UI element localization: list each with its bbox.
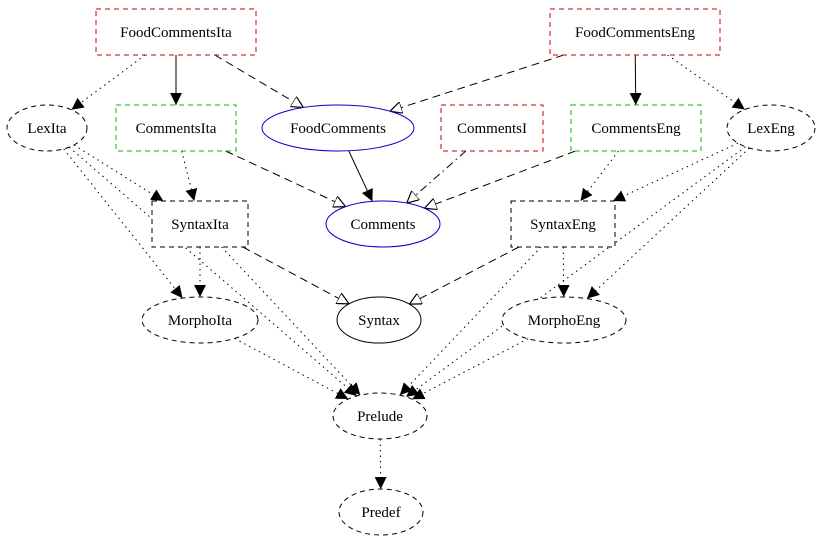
node-foodcommentsita: FoodCommentsIta — [95, 8, 257, 56]
node-commentsita-box — [115, 104, 237, 152]
node-morphoita: MorphoIta — [141, 296, 259, 344]
node-commentsita: CommentsIta — [115, 104, 237, 152]
node-syntaxeng-label: SyntaxEng — [530, 217, 596, 233]
node-foodcommentseng: FoodCommentsEng — [549, 8, 721, 56]
edge-syntaxita-to-syntax — [242, 246, 349, 304]
edge-syntaxita-to-prelude — [221, 246, 361, 396]
node-comments-ellipse — [325, 200, 441, 248]
node-lexita-label: LexIta — [27, 121, 66, 137]
edge-lexeng-to-prelude — [405, 146, 746, 398]
node-commentsi-label: CommentsI — [457, 121, 527, 137]
node-predef-label: Predef — [361, 505, 400, 521]
edge-prelude-to-predef — [374, 438, 387, 490]
node-foodcomments-label: FoodComments — [290, 121, 386, 137]
edge-lexita-to-prelude — [68, 146, 358, 397]
node-lexita-ellipse — [6, 104, 88, 152]
node-syntaxita: SyntaxIta — [151, 200, 249, 248]
edge-commentsi-to-comments — [407, 150, 467, 203]
node-morphoeng: MorphoEng — [501, 296, 627, 344]
edge-lexeng-to-morphoeng — [586, 147, 750, 300]
node-prelude: Prelude — [332, 392, 428, 440]
node-foodcommentseng-box — [549, 8, 721, 56]
node-predef: Predef — [338, 488, 424, 536]
node-lexeng: LexEng — [726, 104, 816, 152]
node-syntax: Syntax — [336, 296, 422, 344]
edge-foodcommentsita-to-foodcomments — [214, 54, 304, 108]
edge-syntaxeng-to-prelude — [399, 246, 542, 396]
node-commentseng: CommentsEng — [570, 104, 702, 152]
edge-lexeng-to-syntaxeng — [612, 142, 739, 202]
node-lexeng-label: LexEng — [747, 121, 795, 137]
node-morphoeng-label: MorphoEng — [528, 313, 601, 329]
node-syntax-ellipse — [336, 296, 422, 344]
edge-commentsita-to-syntaxita — [181, 150, 198, 202]
node-syntaxeng: SyntaxEng — [510, 200, 616, 248]
node-predef-ellipse — [338, 488, 424, 536]
node-morphoeng-ellipse — [501, 296, 627, 344]
node-lexeng-ellipse — [726, 104, 816, 152]
edge-commentseng-to-comments — [425, 150, 576, 208]
node-morphoita-label: MorphoIta — [168, 313, 232, 329]
node-syntax-label: Syntax — [358, 313, 400, 329]
node-syntaxeng-box — [510, 200, 616, 248]
node-syntaxita-box — [151, 200, 249, 248]
edge-syntaxeng-to-syntax — [409, 246, 520, 304]
node-lexita: LexIta — [6, 104, 88, 152]
node-commentsita-label: CommentsIta — [136, 121, 217, 137]
node-morphoita-ellipse — [141, 296, 259, 344]
node-commentseng-label: CommentsEng — [591, 121, 681, 137]
node-commentsi: CommentsI — [440, 104, 544, 152]
node-comments: Comments — [325, 200, 441, 248]
node-foodcommentsita-label: FoodCommentsIta — [120, 25, 232, 41]
node-comments-label: Comments — [350, 217, 415, 233]
node-prelude-label: Prelude — [357, 409, 403, 425]
edge-foodcomments-to-comments — [348, 150, 373, 202]
edge-foodcommentsita-to-lexita — [71, 54, 146, 111]
edge-morphoeng-to-prelude — [411, 338, 529, 400]
node-foodcommentsita-box — [95, 8, 257, 56]
node-foodcomments-ellipse — [261, 104, 415, 152]
edge-foodcommentseng-to-commentseng — [629, 54, 642, 106]
edge-syntaxeng-to-morphoeng — [557, 246, 570, 298]
node-foodcommentseng-label: FoodCommentsEng — [575, 25, 696, 41]
node-prelude-ellipse — [332, 392, 428, 440]
node-foodcomments: FoodComments — [261, 104, 415, 152]
edge-morphoita-to-prelude — [234, 338, 349, 400]
edge-commentseng-to-syntaxeng — [580, 150, 619, 202]
edge-foodcommentseng-to-foodcomments — [390, 54, 564, 111]
edge-lexita-to-syntaxita — [73, 144, 164, 202]
edge-foodcommentseng-to-lexeng — [667, 54, 746, 110]
edge-commentsita-to-comments — [225, 150, 346, 207]
node-commentsi-box — [440, 104, 544, 152]
node-syntaxita-label: SyntaxIta — [171, 217, 229, 233]
node-commentseng-box — [570, 104, 702, 152]
edges-layer — [63, 54, 750, 490]
